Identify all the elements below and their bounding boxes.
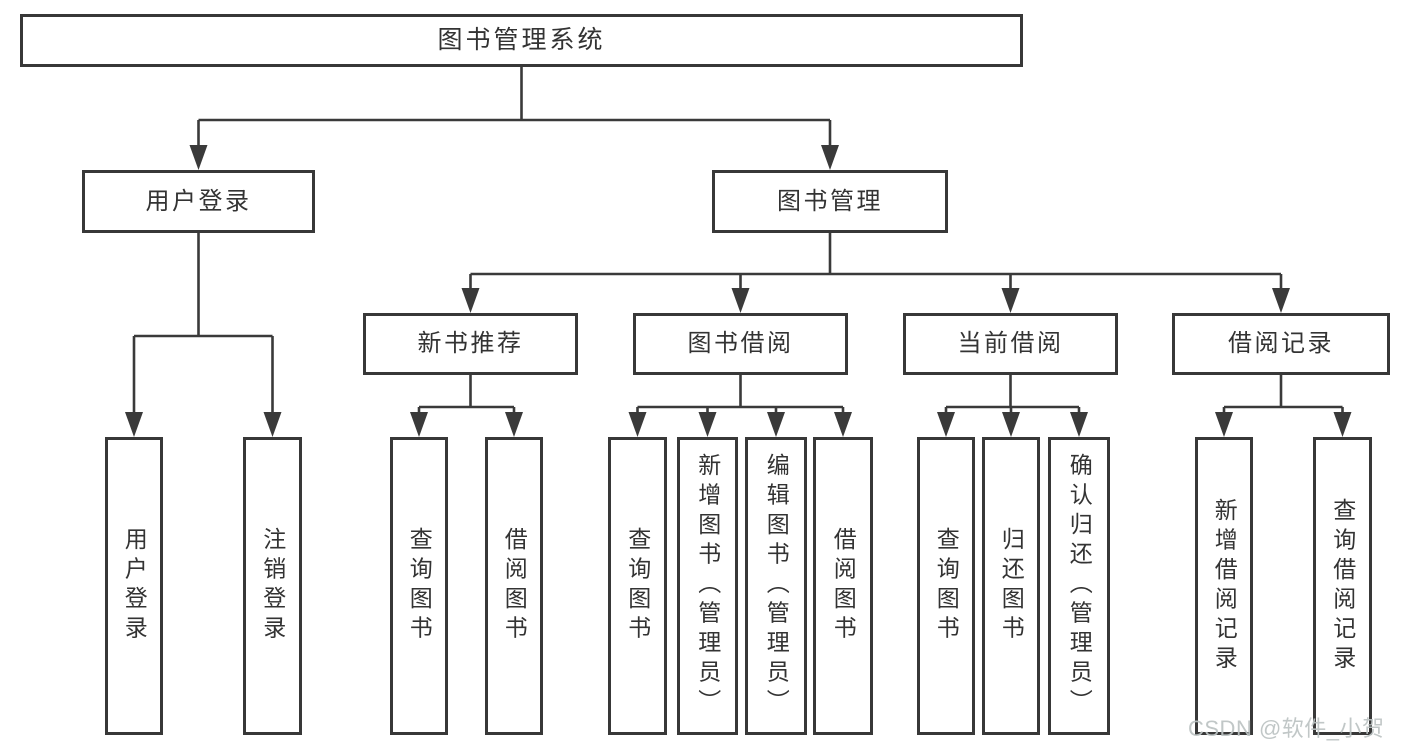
leaf-current-confirm-admin: 确认归还（管理员） xyxy=(1048,437,1110,735)
leaf-borrow-edit-admin-label: 编辑图书（管理员） xyxy=(763,453,790,719)
leaf-borrow-edit-admin: 编辑图书（管理员） xyxy=(745,437,807,735)
leaf-current-query: 查询图书 xyxy=(917,437,975,735)
arrowhead xyxy=(821,145,839,170)
leaf-borrow-book: 借阅图书 xyxy=(813,437,873,735)
arrowhead xyxy=(1002,412,1020,437)
node-new-book: 新书推荐 xyxy=(363,313,578,375)
node-current-borrow-label: 当前借阅 xyxy=(957,330,1064,357)
leaf-record-query: 查询借阅记录 xyxy=(1313,437,1372,735)
node-book-management-label: 图书管理 xyxy=(777,187,883,215)
arrowhead xyxy=(505,412,523,437)
node-root: 图书管理系统 xyxy=(20,14,1023,67)
node-user-login: 用户登录 xyxy=(82,170,315,233)
connector-new-book xyxy=(417,375,516,419)
connector-root xyxy=(197,67,832,150)
node-current-borrow: 当前借阅 xyxy=(903,313,1118,375)
arrowhead xyxy=(1272,288,1290,313)
arrowhead xyxy=(461,288,480,313)
connector-borrow-record xyxy=(1222,375,1344,419)
leaf-borrow-add-admin-label: 新增图书（管理员） xyxy=(694,453,721,719)
leaf-current-query-label: 查询图书 xyxy=(933,527,960,645)
arrowhead xyxy=(125,412,143,437)
leaf-record-add: 新增借阅记录 xyxy=(1195,437,1253,735)
arrowhead xyxy=(410,412,428,437)
leaf-logout-label: 注销登录 xyxy=(259,527,286,645)
csdn-watermark: CSDN @软件_小贺同学 xyxy=(1188,716,1385,741)
leaf-current-return: 归还图书 xyxy=(982,437,1040,735)
arrowhead xyxy=(834,412,852,437)
connector-current-borrow xyxy=(944,375,1081,419)
leaf-user-login-label: 用户登录 xyxy=(121,527,148,645)
node-borrow-record-label: 借阅记录 xyxy=(1228,330,1334,357)
leaf-newbook-query-label: 查询图书 xyxy=(406,527,433,645)
leaf-borrow-query-label: 查询图书 xyxy=(624,527,651,645)
node-borrow-record: 借阅记录 xyxy=(1172,313,1390,375)
node-new-book-label: 新书推荐 xyxy=(417,330,524,357)
arrowhead xyxy=(1215,412,1233,437)
arrowhead xyxy=(1001,288,1020,313)
arrowhead xyxy=(1070,412,1088,437)
node-book-management: 图书管理 xyxy=(712,170,948,233)
arrowhead xyxy=(767,412,785,437)
node-user-login-label: 用户登录 xyxy=(145,187,252,215)
leaf-newbook-borrow-label: 借阅图书 xyxy=(501,527,528,645)
leaf-current-confirm-admin-label: 确认归还（管理员） xyxy=(1066,453,1093,719)
node-book-borrow: 图书借阅 xyxy=(633,313,848,375)
arrowhead xyxy=(937,412,955,437)
arrowhead xyxy=(1333,412,1352,437)
leaf-newbook-query: 查询图书 xyxy=(390,437,448,735)
connector-user-login xyxy=(132,233,274,419)
connector-book-borrow xyxy=(636,375,845,419)
connector-book-management xyxy=(469,233,1283,295)
leaf-borrow-add-admin: 新增图书（管理员） xyxy=(677,437,738,735)
leaf-record-add-label: 新增借阅记录 xyxy=(1211,497,1238,675)
arrowhead xyxy=(263,412,282,437)
leaf-record-query-label: 查询借阅记录 xyxy=(1329,497,1356,675)
leaf-user-login: 用户登录 xyxy=(105,437,163,735)
leaf-current-return-label: 归还图书 xyxy=(998,527,1025,645)
leaf-newbook-borrow: 借阅图书 xyxy=(485,437,543,735)
leaf-logout: 注销登录 xyxy=(243,437,302,735)
arrowhead xyxy=(628,412,647,437)
leaf-borrow-query: 查询图书 xyxy=(608,437,667,735)
arrowhead xyxy=(731,288,750,313)
node-root-label: 图书管理系统 xyxy=(437,26,606,54)
arrowhead xyxy=(189,145,208,170)
node-book-borrow-label: 图书借阅 xyxy=(687,330,794,357)
arrowhead xyxy=(698,412,717,437)
leaf-borrow-book-label: 借阅图书 xyxy=(830,527,857,645)
